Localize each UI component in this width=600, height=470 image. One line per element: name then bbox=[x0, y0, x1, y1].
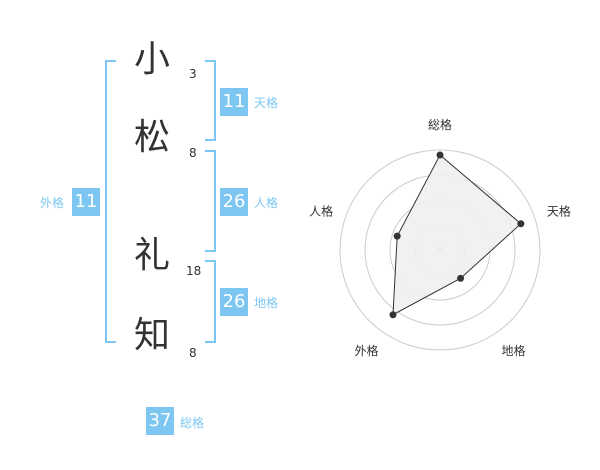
radar-point-5 bbox=[393, 232, 401, 240]
chikaku-bracket bbox=[205, 260, 216, 343]
radar-axis-label-4: 外格 bbox=[355, 343, 379, 358]
name-char-2: 松 bbox=[133, 117, 170, 158]
jinkaku-value: 26 bbox=[220, 188, 248, 216]
radar-point-4 bbox=[389, 311, 397, 319]
radar-points bbox=[389, 151, 525, 319]
gaikaku-label: 外格 bbox=[40, 196, 65, 210]
jinkaku-bracket bbox=[205, 150, 216, 252]
stroke-count-2: 8 bbox=[189, 146, 197, 160]
radar-axis-label-1: 総格 bbox=[428, 117, 452, 132]
chikaku-value: 26 bbox=[220, 288, 248, 316]
jinkaku-label: 人格 bbox=[254, 196, 279, 210]
name-char-3: 礼 bbox=[133, 235, 170, 276]
radar-area bbox=[392, 154, 522, 316]
tenkaku-bracket bbox=[205, 60, 216, 141]
stroke-count-4: 8 bbox=[189, 346, 197, 360]
chikaku-label: 地格 bbox=[254, 296, 279, 310]
radar-point-3 bbox=[457, 274, 465, 282]
name-char-4: 知 bbox=[133, 315, 170, 356]
stroke-count-1: 3 bbox=[189, 67, 197, 81]
name-char-1: 小 bbox=[133, 39, 170, 80]
tenkaku-value: 11 bbox=[220, 88, 248, 116]
radar-axis-label-3: 地格 bbox=[501, 343, 525, 358]
radar-axis-label-5: 人格 bbox=[309, 203, 333, 218]
radar-point-1 bbox=[436, 151, 444, 159]
gaikaku-bracket bbox=[105, 60, 116, 343]
soukaku-label: 総格 bbox=[180, 416, 205, 430]
tenkaku-label: 天格 bbox=[254, 96, 279, 110]
radar-axis-label-2: 天格 bbox=[547, 203, 571, 218]
radar-point-2 bbox=[517, 220, 525, 228]
radar-ring bbox=[339, 149, 541, 351]
gaikaku-value: 11 bbox=[72, 188, 100, 216]
stroke-count-3: 18 bbox=[186, 264, 202, 278]
soukaku-value: 37 bbox=[146, 407, 174, 435]
